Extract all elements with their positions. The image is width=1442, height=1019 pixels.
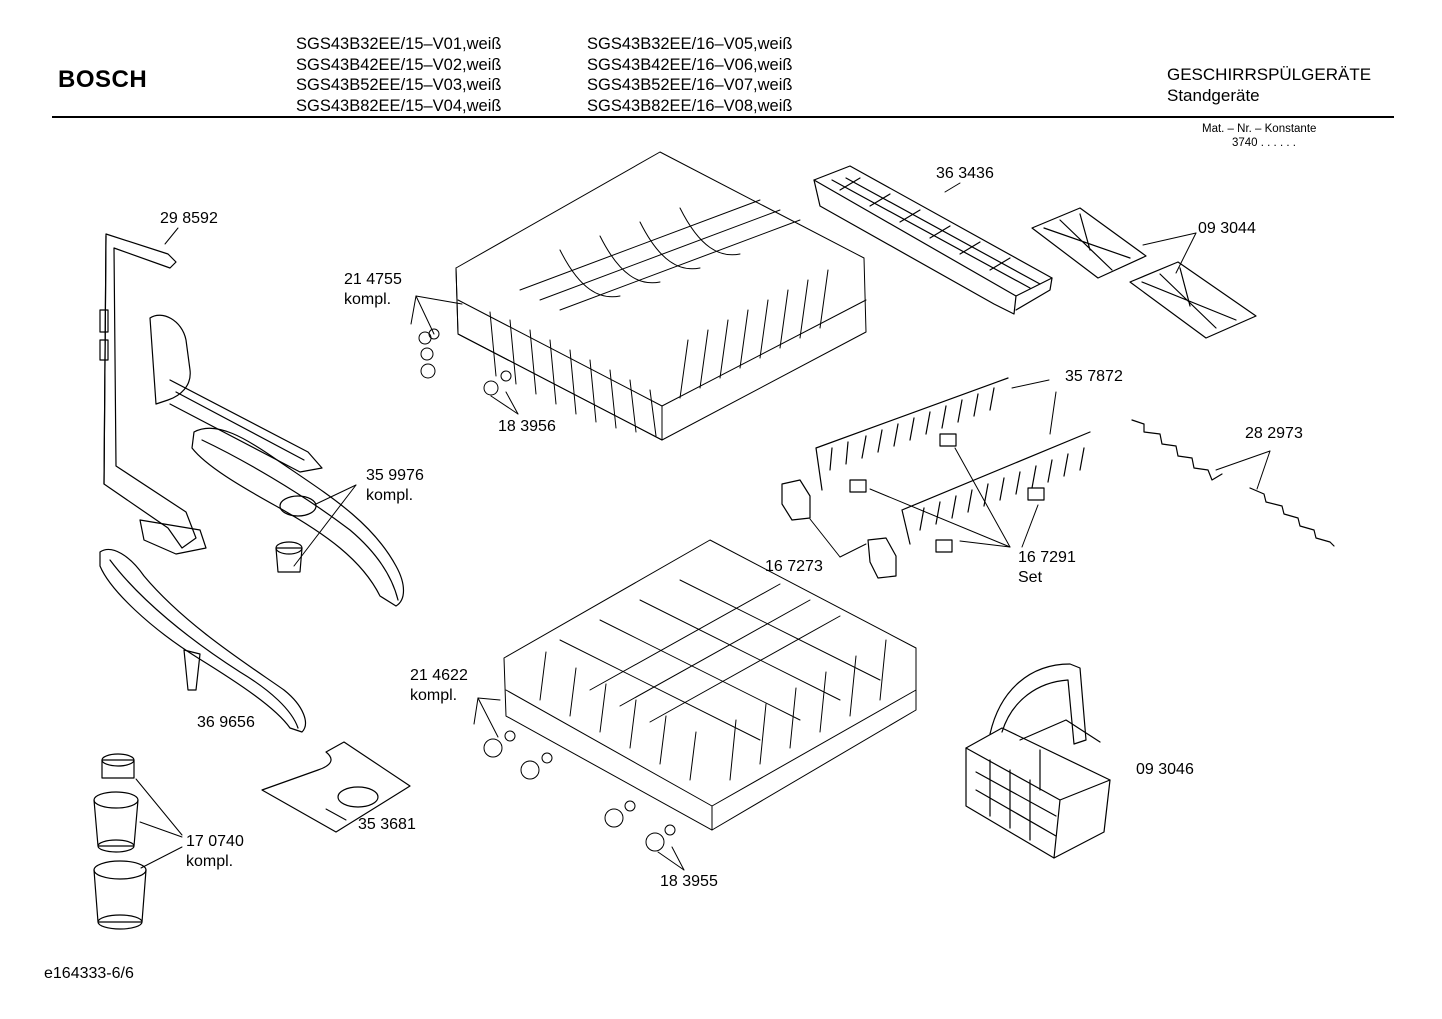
part-number: 18 3955 [660,873,718,890]
model-item: SGS43B82EE/15–V04,weiß [296,96,502,115]
part-label-16-7273: 16 7273 [765,557,823,577]
part-number: 16 7273 [765,558,823,575]
part-number: 21 4622 [410,667,468,684]
part-label-35-3681: 35 3681 [358,815,416,835]
model-list-right: SGS43B32EE/16–V05,weiß SGS43B42EE/16–V06… [587,34,792,116]
model-item: SGS43B82EE/16–V08,weiß [587,96,793,115]
part-suffix: kompl. [186,853,234,870]
material-number-label: Mat. – Nr. – Konstante [1202,123,1317,135]
upper-basket-tines [490,200,828,436]
lower-spray-arm-part [100,549,305,732]
flat-filter-plate-part [262,742,410,832]
lower-basket-tines [540,580,886,780]
part-label-28-2973: 28 2973 [1245,424,1303,444]
cutlery-basket-part [966,664,1110,858]
part-label-21-4622: 21 4622 kompl. [410,666,468,706]
upper-spray-arm-part [192,428,404,606]
part-label-09-3044: 09 3044 [1198,219,1256,239]
part-label-18-3956: 18 3956 [498,417,556,437]
model-list-left: SGS43B32EE/15–V01,weiß SGS43B42EE/15–V02… [296,34,501,116]
part-label-36-9656: 36 9656 [197,713,255,733]
model-item: SGS43B42EE/15–V02,weiß [296,55,502,74]
part-number: 09 3044 [1198,220,1256,237]
part-label-21-4755: 21 4755 kompl. [344,270,402,310]
part-number: 35 9976 [366,467,424,484]
drawing-id: e164333-6/6 [44,965,134,982]
part-number: 36 3436 [936,165,994,182]
model-item: SGS43B52EE/16–V07,weiß [587,76,793,94]
part-label-16-7291: 16 7291 Set [1018,548,1076,588]
model-item: SGS43B32EE/15–V01,weiß [296,35,502,53]
part-label-29-8592: 29 8592 [160,209,218,229]
part-number: 17 0740 [186,833,244,850]
part-number: 35 3681 [358,816,416,833]
spray-arm-holder-part [150,315,322,472]
part-label-35-7872: 35 7872 [1065,367,1123,387]
header-divider [52,116,1394,118]
part-number: 09 3046 [1136,761,1194,778]
brand-logo: BOSCH [58,66,148,93]
part-number: 18 3956 [498,418,556,435]
part-label-18-3955: 18 3955 [660,872,718,892]
upper-basket-part [419,152,866,440]
model-item: SGS43B52EE/15–V03,weiß [296,76,502,94]
part-number: 35 7872 [1065,368,1123,385]
part-suffix: kompl. [410,687,458,704]
category-title: GESCHIRRSPÜLGERÄTE [1167,65,1372,84]
part-suffix: kompl. [344,291,392,308]
leader-lines [136,183,1270,870]
part-number: 29 8592 [160,210,218,227]
material-number-constant: 3740 . . . . . . [1232,137,1296,149]
lower-basket-part [484,540,916,851]
part-label-35-9976: 35 9976 kompl. [366,466,424,506]
cutlery-shelf-part [814,166,1052,314]
part-suffix: Set [1018,569,1043,586]
filter-set-part [94,754,146,929]
part-number: 36 9656 [197,714,255,731]
category-block: GESCHIRRSPÜLGERÄTE Standgeräte [1167,64,1371,106]
part-label-36-3436: 36 3436 [936,164,994,184]
part-label-17-0740: 17 0740 kompl. [186,832,244,872]
part-number: 28 2973 [1245,425,1303,442]
model-item: SGS43B32EE/16–V05,weiß [587,35,793,53]
spray-pipe-part [100,234,206,554]
model-item: SGS43B42EE/16–V06,weiß [587,55,793,74]
part-number: 21 4755 [344,271,402,288]
knife-rack-part [1132,420,1334,546]
part-label-09-3046: 09 3046 [1136,760,1194,780]
folding-tine-rows-part [816,378,1090,544]
part-number: 16 7291 [1018,549,1076,566]
holder-clips-part [782,434,1044,578]
part-suffix: kompl. [366,487,414,504]
category-subtitle: Standgeräte [1167,86,1260,105]
cup-shelf-pair-part [1032,208,1256,338]
